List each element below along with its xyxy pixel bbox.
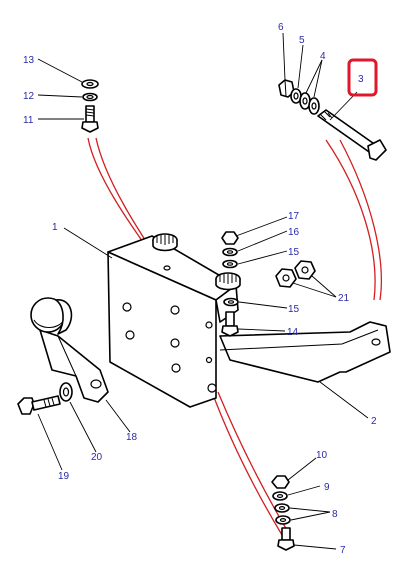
bolt-11-shank [85, 105, 95, 123]
bolt-stack-left [81, 79, 99, 133]
knurled-nut-top [152, 233, 178, 252]
callout-10: 10 [316, 450, 328, 461]
highlight-box-callout-3 [347, 58, 378, 97]
drawbar-arm [219, 321, 391, 383]
ball-mount-hole [90, 379, 102, 389]
callout-14: 14 [287, 327, 299, 338]
plate-slot [163, 265, 171, 271]
callout-5: 5 [299, 35, 305, 46]
knurled-nut-right [215, 272, 241, 291]
plate-hole [170, 338, 180, 348]
callout-1: 1 [52, 222, 58, 233]
callout-13: 13 [23, 55, 35, 66]
callout-8: 8 [332, 509, 338, 520]
callout-2: 2 [371, 416, 377, 427]
callout-12: 12 [23, 91, 35, 102]
callout-15-upper: 15 [288, 247, 300, 258]
mounting-plate [107, 235, 239, 408]
plate-hole [125, 330, 135, 340]
bolt-14 [221, 311, 239, 337]
bolt-stack-bottom [271, 475, 295, 551]
callout-6: 6 [278, 22, 284, 33]
callout-7: 7 [340, 545, 346, 556]
plate-hole [122, 302, 132, 312]
bolt-7-head [277, 539, 295, 551]
plate-hole [207, 383, 217, 393]
drawbar-hole [371, 338, 381, 346]
callout-15-lower: 15 [288, 304, 300, 315]
tow-ball-assembly [30, 297, 109, 403]
plate-hole [205, 321, 213, 329]
bolt-3 [317, 109, 387, 161]
fastener-stack-right [278, 79, 320, 115]
callout-16: 16 [288, 227, 300, 238]
washer-20 [59, 382, 73, 402]
callout-19: 19 [58, 471, 70, 482]
callout-9: 9 [324, 482, 330, 493]
callout-20: 20 [91, 452, 103, 463]
nuts-21 [275, 260, 316, 288]
bolt-11-head [81, 121, 99, 133]
callout-4: 4 [320, 51, 326, 62]
fastener-stack-middle [221, 231, 239, 307]
callout-labels: 13 12 11 1 6 5 4 3 17 16 15 21 15 14 2 1… [23, 22, 377, 556]
callout-17: 17 [288, 211, 300, 222]
nut-17 [221, 231, 239, 245]
plate-hole [170, 305, 180, 315]
callout-11: 11 [23, 115, 34, 126]
callout-3: 3 [358, 74, 364, 85]
callout-18: 18 [126, 432, 138, 443]
nut-10 [271, 475, 290, 489]
leader-lines [37, 32, 369, 550]
callout-21: 21 [338, 293, 350, 304]
plate-hole [205, 356, 213, 364]
bolt-7-shank [281, 527, 291, 541]
plate-hole [171, 363, 181, 373]
bolt-19 [17, 395, 61, 415]
